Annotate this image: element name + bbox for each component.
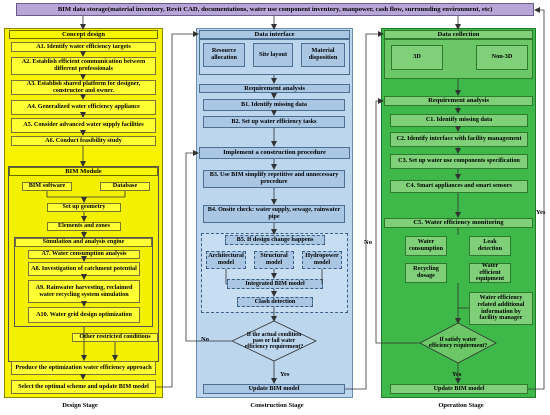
label-no-construction: No — [201, 336, 209, 343]
site-layout-box: Site layout — [253, 43, 293, 67]
bim-module-header: BIM Module — [9, 167, 158, 176]
operation-decision-text: If satisfy water efficiency requirement? — [428, 336, 488, 349]
integrated-bim-model-box: Integrated BIM model — [227, 279, 323, 289]
other-conditions-box: Other restricted conditions — [72, 333, 158, 342]
recycling-dosage-box: Recycling dosage — [405, 263, 447, 283]
structural-model-box: Structural model — [254, 251, 294, 269]
c2-box: C2. Identify interface with facility man… — [390, 132, 528, 147]
simulation-engine-header: Simulation and analysis engine — [15, 238, 152, 247]
label-yes-operation: Yes — [452, 371, 462, 378]
data-collection-header: Data collection — [384, 30, 533, 39]
operation-stage-label: Operation Stage — [438, 402, 484, 409]
update-bim-model-construction: Update BIM model — [203, 384, 345, 394]
label-yes-operation-side: Yes — [536, 209, 546, 216]
concept-design-header: Concept design — [9, 30, 158, 39]
architectural-model-box: Architectural model — [206, 251, 246, 269]
c5-header: C5. Water efficiency monitoring — [384, 218, 533, 228]
operation-requirement-header: Requirement analysis — [384, 96, 533, 106]
water-consumption-box: Water consumption — [405, 236, 447, 256]
a2-box: A2. Establish efficient communication be… — [11, 57, 156, 75]
leak-detection-box: Leak detection — [469, 236, 511, 256]
select-scheme-box: Select the optimal scheme and update BIM… — [11, 380, 156, 394]
material-disposition-box: Material disposition — [301, 43, 345, 67]
construction-decision-diamond — [231, 320, 317, 362]
3d-box: 3D — [391, 45, 443, 70]
database-box: Database — [100, 182, 150, 191]
a10-box: A10. Water grid design optimization — [28, 307, 140, 323]
facility-manager-info-box: Water efficiency related additional info… — [469, 292, 533, 325]
update-bim-model-operation: Update BIM model — [390, 384, 528, 394]
a6-box: A6. Conduct feasibility study — [11, 136, 156, 146]
data-interface-header: Data interface — [199, 30, 350, 39]
c3-box: C3. Set up water use components specific… — [390, 154, 528, 169]
elements-zones-box: Elements and zones — [47, 222, 121, 231]
design-stage-label: Design Stage — [62, 402, 98, 409]
setup-geometry-box: Set up geometry — [47, 203, 121, 212]
clash-detection-box: Clash detection — [237, 297, 313, 307]
label-no-operation: No — [364, 239, 372, 246]
top-banner: BIM data storage(material inventory, Rev… — [16, 3, 534, 16]
a9-box: A9. Rainwater harvesting, reclaimed wate… — [28, 280, 140, 303]
construction-requirement-header: Requirement analysis — [199, 84, 350, 93]
b3-box: B3. Use BIM simplify repetitive and unne… — [203, 170, 345, 188]
hydropower-model-box: Hydropower model — [302, 251, 342, 269]
resource-allocation-box: Resource allocation — [203, 43, 245, 67]
construction-stage-label: Construction Stage — [250, 402, 304, 409]
bim-software-box: BIM software — [22, 182, 72, 191]
b4-box: B4. Onsite check: water supply, sewage, … — [203, 205, 345, 223]
b2-box: B2. Set up water efficiency tasks — [203, 116, 345, 128]
construction-decision-text: If the actual condition pass or fail wat… — [244, 331, 304, 351]
b5-box: B5. If design change happens — [225, 235, 325, 245]
c4-box: C4. Smart appliances and smart sensors — [390, 180, 528, 193]
implement-procedure-box: Implement a construction procedure — [199, 147, 350, 159]
water-efficient-equipment-box: Water efficient equipment — [469, 262, 511, 283]
label-yes-construction: Yes — [280, 371, 290, 378]
operation-decision-diamond — [419, 322, 497, 364]
non-3d-box: Non-3D — [476, 45, 528, 70]
